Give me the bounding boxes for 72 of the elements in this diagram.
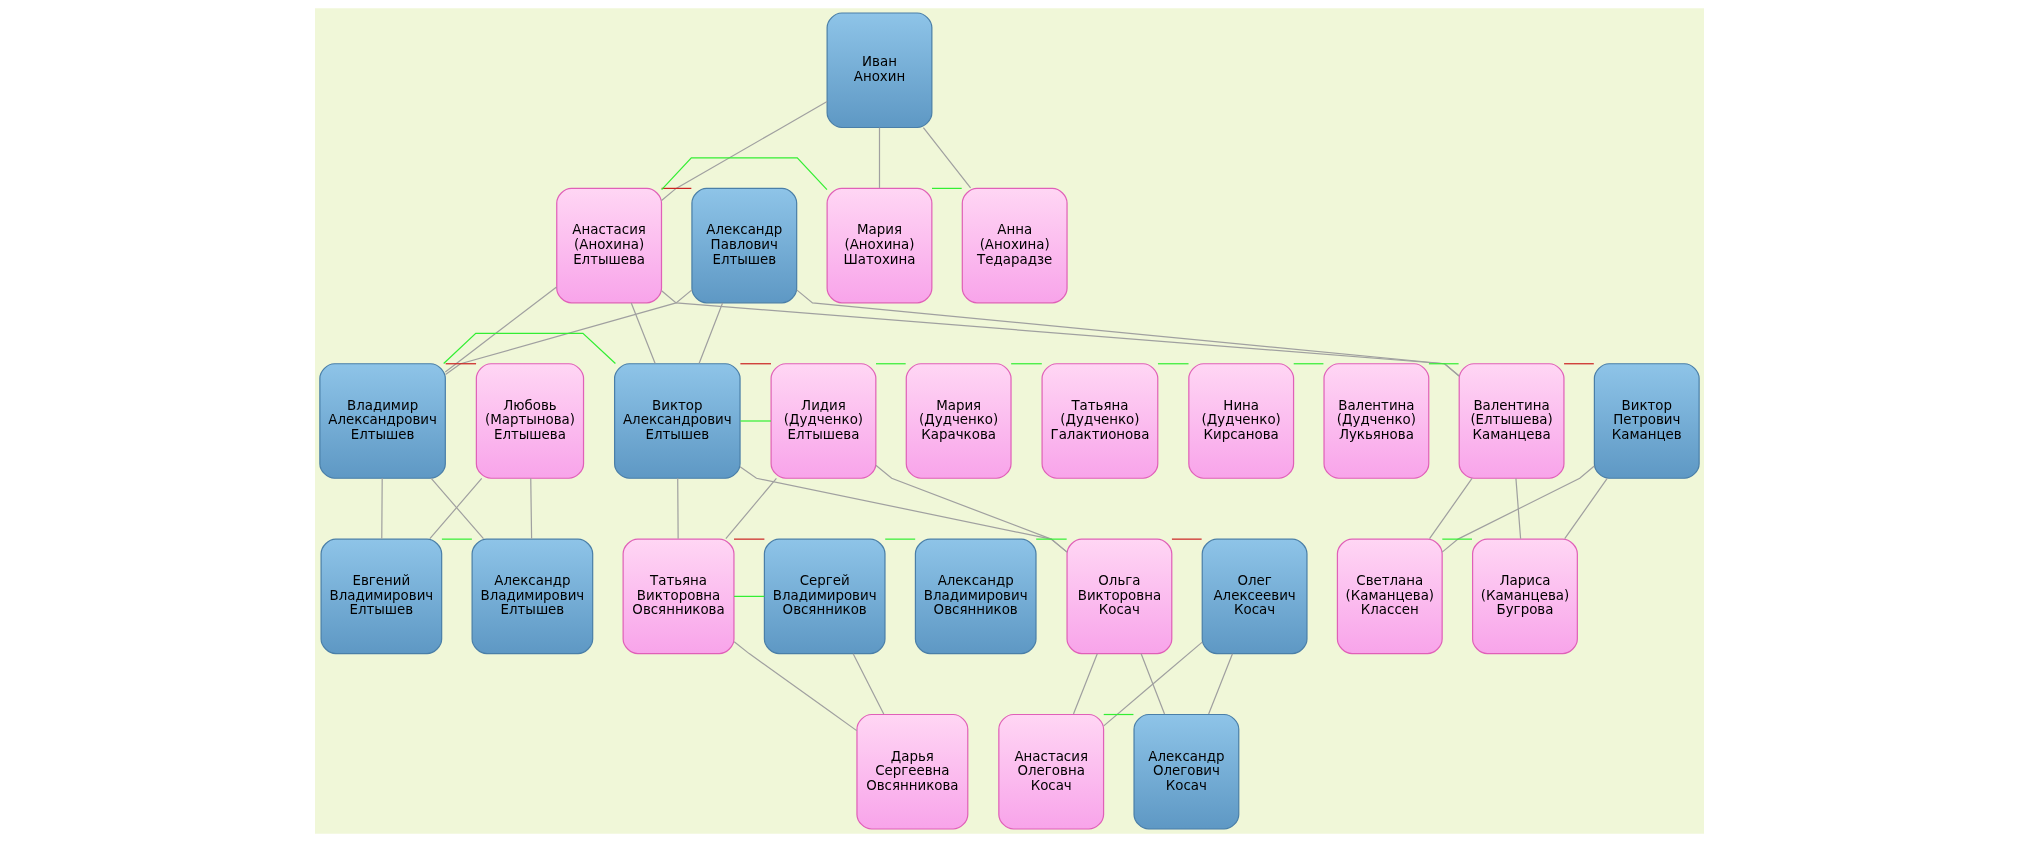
node-box: Валентина (Елтышева) Каманцева [1458,363,1565,479]
node-box: Иван Анохин [826,12,932,129]
node-box: Александр Владимирович Овсянников [914,538,1037,655]
node-box: Лариса (Каманцева) Бугрова [1471,538,1578,655]
connector [444,363,477,365]
connector [1427,363,1459,365]
connector [733,641,857,732]
connector [738,466,1068,553]
node-box: Олег Алексеевич Косач [1201,538,1308,655]
connector [1562,363,1594,365]
connector [1156,363,1189,365]
node-box: Виктор Петрович Каманцев [1593,363,1700,479]
connector [1514,477,1521,540]
connector [732,538,765,540]
connector [440,538,472,540]
connector [1292,363,1324,365]
connector [739,363,772,365]
connector [698,302,723,364]
connector [795,289,1460,377]
connector [442,332,616,365]
node-box: Ольга Викторовна Косач [1065,538,1172,655]
node-box: Анна (Анохина) Тедарадзе [961,187,1068,304]
connector [852,653,884,715]
connector [884,538,916,540]
node-box: Любовь (Мартынова) Елтышева [475,363,584,479]
connector [1010,363,1042,365]
connector [660,157,828,191]
node-box: Нина (Дудченко) Кирсанова [1187,363,1294,479]
connector [739,420,772,422]
connector [874,464,1068,553]
node-box: Светлана (Каманцева) Классен [1336,538,1443,655]
connector [930,187,962,189]
node-box: Мария (Анохина) Шатохина [826,187,932,304]
node-box: Мария (Дудченко) Карачкова [905,363,1012,479]
node-box: Александр Владимирович Елтышев [471,538,593,655]
connector [922,127,971,189]
node-box: Татьяна Викторовна Овсянникова [622,538,735,655]
connector [444,286,557,373]
node-box: Татьяна (Дудченко) Галактионова [1040,363,1158,479]
connector [529,477,532,540]
connector [676,477,679,540]
connector [1035,538,1067,540]
connector [1140,653,1165,715]
connector [732,595,765,597]
connector [1207,653,1233,715]
connector [1102,713,1134,716]
node-box: Сергей Владимирович Овсянников [763,538,886,655]
node-box: Анастасия (Анохина) Елтышева [555,187,662,304]
connector [1563,477,1608,540]
node-box: Виктор Александрович Елтышев [613,363,741,479]
node-box: Анастасия Олеговна Косач [997,713,1104,830]
connector [1170,538,1202,540]
connector [874,363,906,365]
connector [660,290,1460,377]
connector [878,127,880,189]
node-box: Валентина (Дудченко) Лукьянова [1322,363,1429,479]
node-box: Дарья Сергеевна Овсянникова [855,713,968,830]
node-box: Владимир Александрович Елтышев [318,363,446,479]
node-box: Александр Олегович Косач [1132,713,1239,830]
connector [380,477,383,540]
connector [1441,538,1473,540]
connector [1072,653,1098,715]
connector [724,477,777,540]
node-box: Евгений Владимирович Елтышев [319,538,442,655]
connector [1441,465,1595,553]
connector [444,289,693,376]
node-box: Александр Павлович Елтышев [690,187,797,304]
connector [1428,477,1473,540]
connector [660,100,828,202]
connector [1102,641,1203,727]
node-box: Лидия (Дудченко) Елтышева [770,363,876,479]
connector [630,302,656,364]
